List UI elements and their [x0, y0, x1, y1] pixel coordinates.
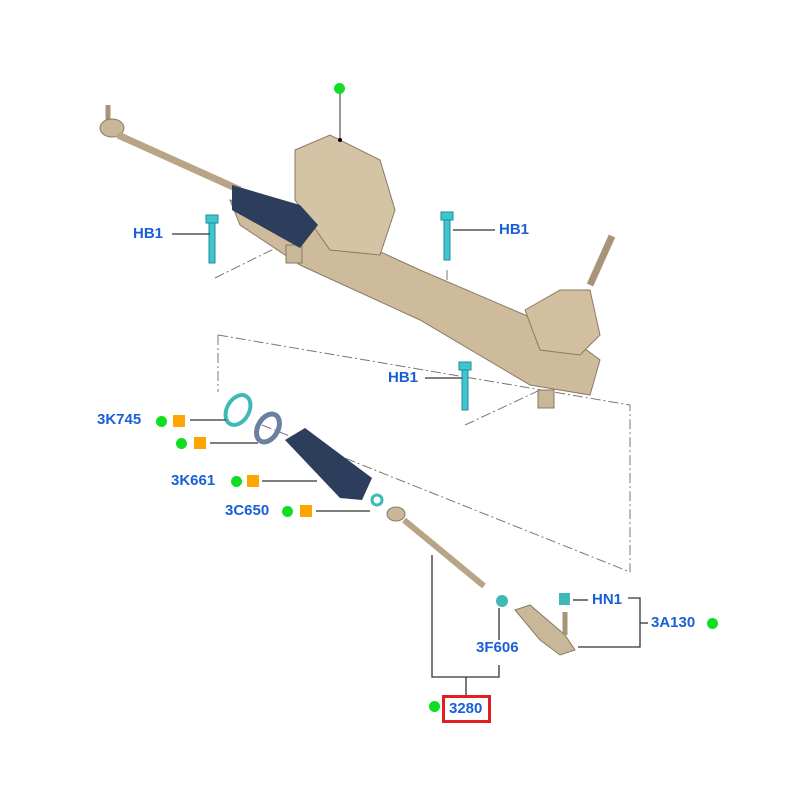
clip-3k745 [223, 393, 253, 427]
nut-3f606 [496, 595, 508, 607]
availability-dot [176, 438, 187, 449]
label-hb1-middle[interactable]: HB1 [388, 369, 419, 386]
ring-3c650 [370, 493, 384, 507]
availability-dot [156, 416, 167, 427]
label-3k661[interactable]: 3K661 [171, 472, 216, 489]
leader-lines [172, 229, 648, 695]
boot-3k661 [285, 428, 372, 500]
inner-tie-rod [402, 517, 486, 589]
label-3f606[interactable]: 3F606 [476, 639, 519, 656]
label-3280[interactable]: 3280 [449, 700, 483, 717]
availability-dot [429, 701, 440, 712]
availability-dot [334, 83, 345, 94]
clamp [254, 411, 282, 445]
label-hb1-right[interactable]: HB1 [499, 221, 530, 238]
note-square [194, 437, 206, 449]
label-3a130[interactable]: 3A130 [651, 614, 696, 631]
selected-part-highlight[interactable]: 3280 [442, 695, 491, 723]
availability-dot [707, 618, 718, 629]
label-hn1[interactable]: HN1 [592, 591, 623, 608]
bolts [205, 211, 472, 411]
note-square [173, 415, 185, 427]
tie-rod-end [514, 604, 576, 656]
availability-dot [231, 476, 242, 487]
label-3k745[interactable]: 3K745 [97, 411, 142, 428]
availability-dot [282, 506, 293, 517]
note-square [247, 475, 259, 487]
note-square [300, 505, 312, 517]
label-3c650[interactable]: 3C650 [225, 502, 270, 519]
steering-rack [229, 88, 616, 409]
label-hb1-left[interactable]: HB1 [133, 225, 164, 242]
nut-hn1 [559, 593, 570, 605]
left-tie-rod [99, 105, 242, 194]
